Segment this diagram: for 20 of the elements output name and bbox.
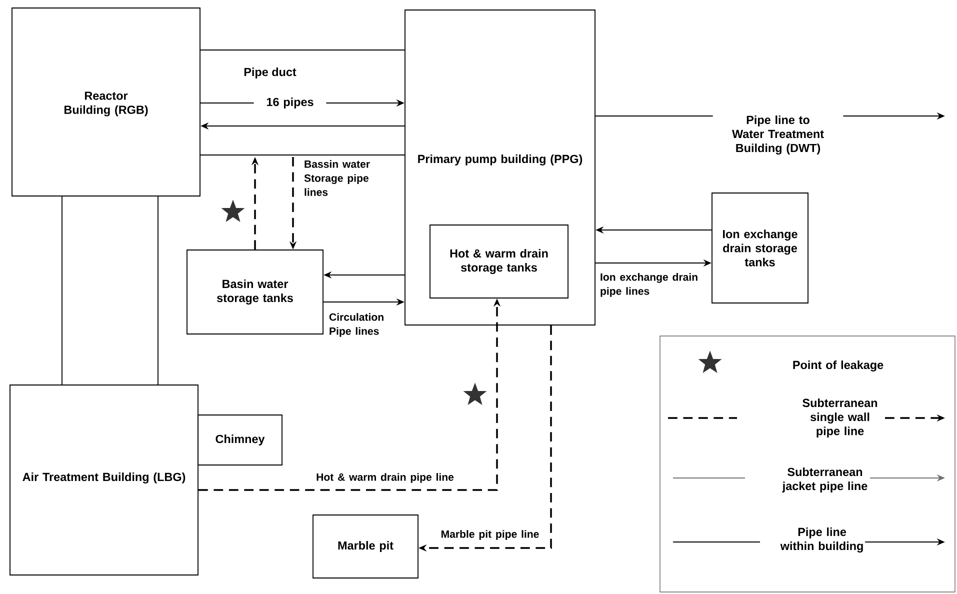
edge-label: Ion exchange drain pipe lines xyxy=(600,273,698,297)
legend-text: Point of leakage xyxy=(793,360,884,372)
legend-text: Pipe line within building xyxy=(780,527,863,552)
duct-label: Pipe duct xyxy=(244,68,296,78)
edge-label: Bassin water Storage pipe lines xyxy=(304,160,370,196)
edge-label: Pipe line to Water Treatment Building (DWT) xyxy=(712,114,844,156)
pit-box: Marble pit xyxy=(312,514,418,578)
legend-text: Subterranean single wall pipe line xyxy=(802,398,878,438)
tank-box: Hot & warm drain storage tanks xyxy=(430,224,568,298)
edge-label: 16 pipes xyxy=(254,96,326,110)
edge-label: Marble pit pipe line xyxy=(442,530,539,540)
edge-label: Circulation Pipe lines xyxy=(329,313,384,337)
tank-box: Basin water storage tanks xyxy=(186,250,324,334)
edge-label: Hot & warm drain pipe line xyxy=(316,473,454,483)
pipe-line xyxy=(200,154,405,156)
building-box: Air Treatment Building (LBG) xyxy=(10,384,198,576)
chimney-box: Chimney xyxy=(198,414,282,466)
tank-box: Ion exchange drain storage tanks xyxy=(712,192,808,304)
building-box: Reactor Building (RGB) xyxy=(12,8,200,196)
legend-text: Subterranean jacket pipe line xyxy=(782,468,868,492)
